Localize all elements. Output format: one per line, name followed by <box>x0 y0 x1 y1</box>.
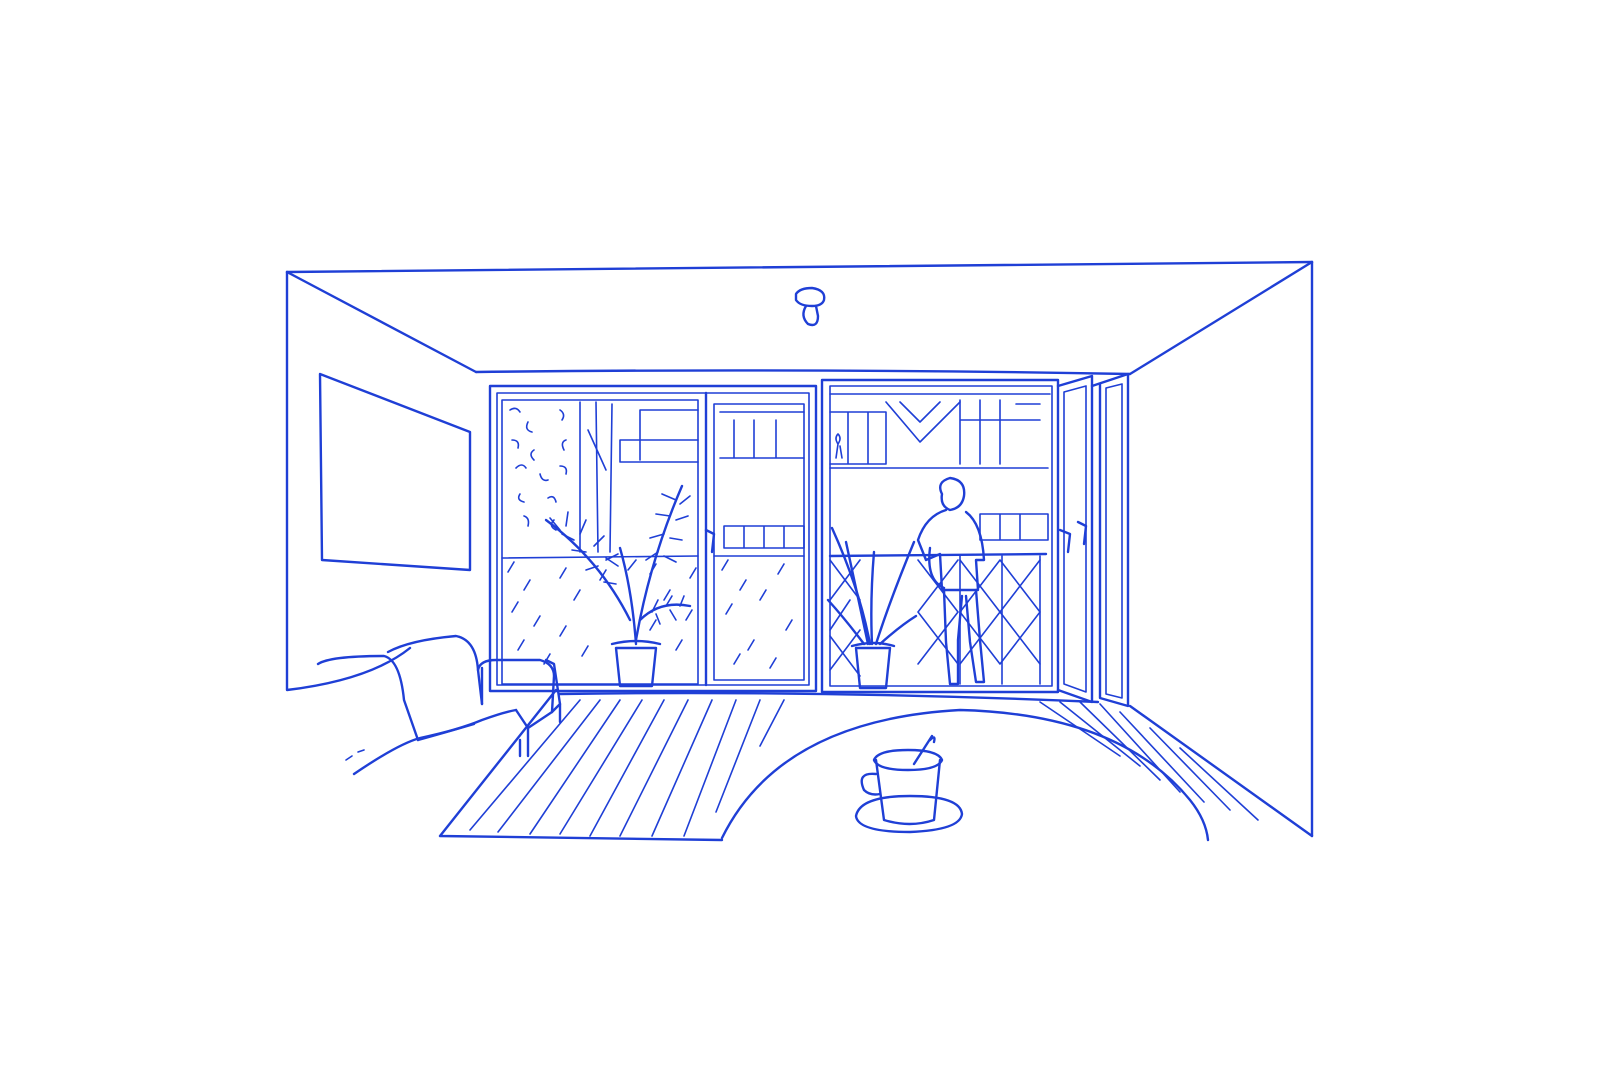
potted-snake-plant <box>826 526 918 690</box>
balcony-glass-hatching <box>507 559 793 669</box>
balcony-lattice <box>829 555 1041 685</box>
open-glass-door <box>1056 372 1130 708</box>
wall-frame <box>318 372 472 572</box>
potted-palm <box>544 484 692 688</box>
right-opening <box>820 372 1130 708</box>
table-edge <box>720 708 1210 842</box>
room-outline <box>285 260 1314 838</box>
coffee-cup-icon <box>854 734 964 834</box>
left-window <box>488 384 818 693</box>
sofa <box>316 634 562 776</box>
ivy-texture <box>509 407 568 531</box>
ceiling-light-icon <box>794 286 826 327</box>
person-on-balcony <box>916 476 986 686</box>
wood-floor <box>438 688 1259 842</box>
